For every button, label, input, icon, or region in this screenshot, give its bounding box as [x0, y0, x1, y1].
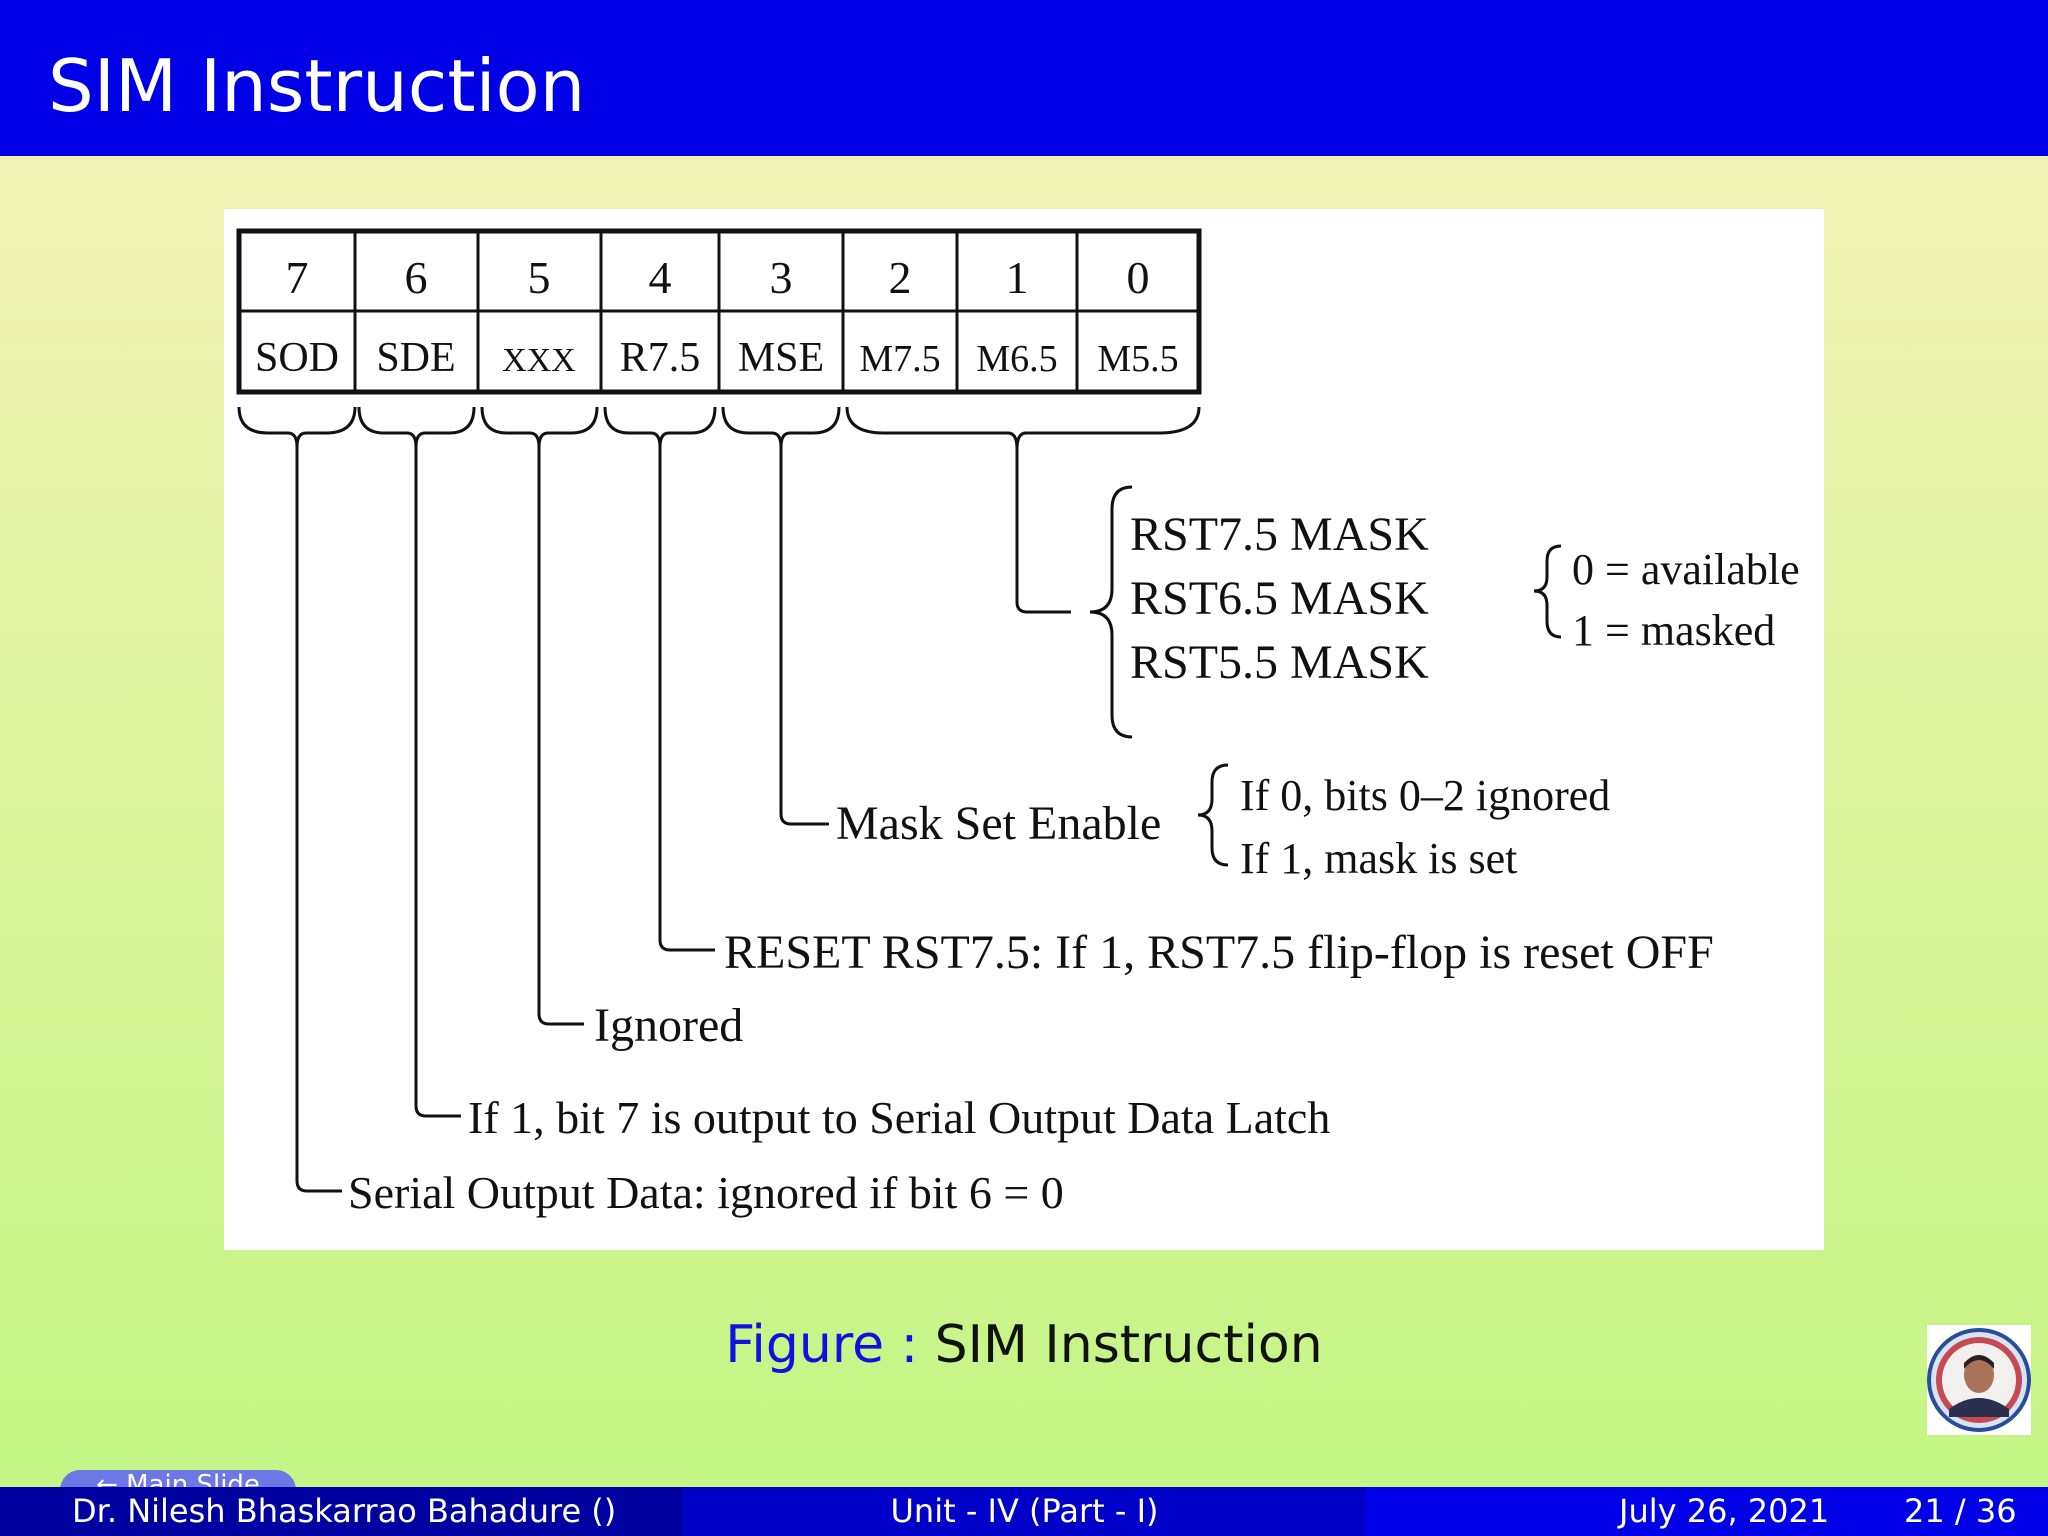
bit-number: 6: [405, 252, 428, 303]
field-name: SOD: [255, 335, 339, 381]
bit-number: 7: [286, 252, 309, 303]
footer-author: Dr. Nilesh Bhaskarrao Bahadure (): [0, 1487, 683, 1536]
field-name: M6.5: [976, 338, 1057, 380]
bit-number: 0: [1127, 252, 1150, 303]
footer-right: July 26, 2021 21 / 36: [1366, 1487, 2048, 1536]
footer-bar: Dr. Nilesh Bhaskarrao Bahadure () Unit -…: [0, 1487, 2048, 1536]
field-name: XXX: [502, 342, 576, 379]
sim-diagram-figure: 7 6 5 4 3 2 1 0 SOD SDE XXX R7.5 MSE M7.…: [224, 209, 1824, 1250]
field-name: M5.5: [1097, 338, 1178, 380]
bit-number: 4: [649, 252, 672, 303]
slide-title: SIM Instruction: [48, 44, 586, 128]
sod-label: Serial Output Data: ignored if bit 6 = 0: [348, 1167, 1064, 1218]
field-name: R7.5: [620, 335, 701, 381]
mse-option: If 1, mask is set: [1240, 834, 1517, 883]
field-name: M7.5: [859, 338, 940, 380]
bit-number: 5: [528, 252, 551, 303]
sde-label: If 1, bit 7 is output to Serial Output D…: [468, 1092, 1330, 1143]
sim-diagram: 7 6 5 4 3 2 1 0 SOD SDE XXX R7.5 MSE M7.…: [236, 228, 1800, 1218]
bit-number: 3: [770, 252, 793, 303]
figure-caption: Figure : SIM Instruction: [0, 1310, 2048, 1380]
field-name: SDE: [376, 335, 455, 381]
caption-text: SIM Instruction: [934, 1315, 1323, 1375]
title-bar: SIM Instruction: [0, 0, 2048, 156]
mask-label: RST5.5 MASK: [1130, 636, 1429, 689]
reset-label: RESET RST7.5: If 1, RST7.5 flip-flop is …: [724, 926, 1714, 979]
presenter-avatar-icon: [1927, 1325, 2031, 1435]
mask-label: RST6.5 MASK: [1130, 572, 1429, 625]
footer-unit: Unit - IV (Part - I): [683, 1487, 1366, 1536]
ignored-label: Ignored: [594, 999, 743, 1052]
mask-label: RST7.5 MASK: [1130, 508, 1429, 561]
mask-value: 0 = available: [1572, 545, 1800, 594]
mse-label: Mask Set Enable: [836, 797, 1161, 850]
bit-number: 1: [1006, 252, 1029, 303]
mask-value: 1 = masked: [1572, 606, 1775, 655]
caption-label: Figure :: [725, 1315, 919, 1375]
mse-option: If 0, bits 0–2 ignored: [1240, 771, 1610, 820]
page-number: 21 / 36: [1904, 1492, 2017, 1530]
bit-braces: [237, 406, 1562, 1193]
field-name: MSE: [738, 335, 824, 381]
bit-number: 2: [889, 252, 912, 303]
register-table: [236, 228, 1202, 395]
footer-date: July 26, 2021: [1619, 1492, 1830, 1530]
